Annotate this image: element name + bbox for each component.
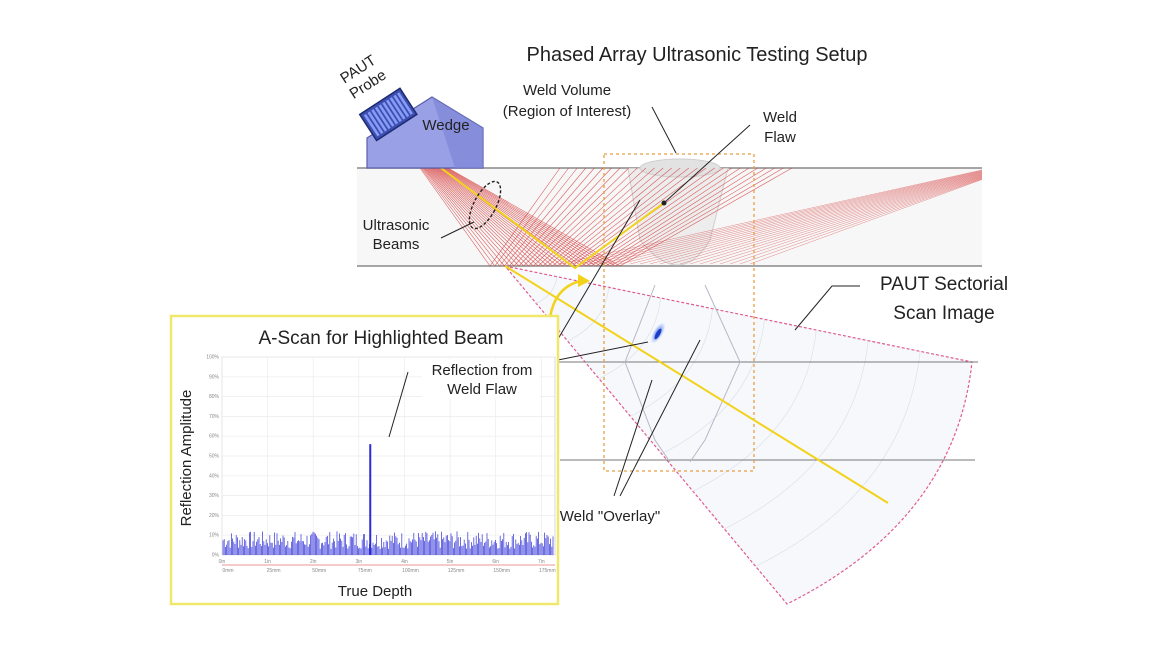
weld-flaw-label-line2: Flaw (764, 129, 796, 146)
wedge-shade (432, 97, 483, 168)
ascan-x-tick-label: 2in (310, 559, 317, 565)
ascan-panel: A-Scan for Highlighted Beam 0% 10% 20% 30% 4… (169, 314, 560, 606)
sectorial-scan-region (503, 265, 973, 605)
ascan-x-tick-label: 4in (401, 559, 408, 565)
overlay-leader-2 (619, 339, 701, 497)
ascan-y-tick-label: 80% (209, 394, 220, 400)
ascan-grid (221, 356, 555, 566)
ascan-x-tick-label: 3in (356, 559, 363, 565)
overlay-leader-1 (613, 379, 653, 497)
ascan-y-tick-label: 50% (209, 454, 220, 460)
diagram-title: Phased Array Ultrasonic Testing Setup (527, 44, 868, 66)
ascan-x-tick-label: 1in (264, 559, 271, 565)
ascan-y-tick-label: 20% (209, 513, 220, 519)
weld-volume-roi-box (603, 153, 755, 472)
reflection-label-line1: Reflection from (432, 362, 533, 379)
weld-volume-label-line1: Weld Volume (523, 82, 611, 99)
ascan-x-tick-label: 6in (492, 559, 499, 565)
ascan-y-tick-label: 100% (206, 355, 219, 361)
ascan-x-tick-label: 5in (447, 559, 454, 565)
ascan-x-tick-label-mm: 100mm (402, 568, 419, 574)
ascan-x-tick-label: 0in (219, 559, 226, 565)
ascan-x-tick-label-mm: 0mm (222, 568, 233, 574)
probe-array-elements (363, 92, 413, 137)
ascan-x-tick-label-mm: 150mm (493, 568, 510, 574)
beams-callout-ellipse (468, 180, 502, 230)
weld-volume-label-line2: (Region of Interest) (503, 103, 631, 120)
ascan-y-tick-label: 40% (209, 473, 220, 479)
ascan-ylabel: Reflection Amplitude (178, 390, 195, 527)
ascan-y-ticks: 0% 10% 20% 30% 40% 50% 60% 70% 80% 90% 100% (206, 355, 219, 559)
paut-probe (358, 87, 418, 142)
beam-to-ascan-arrowhead (578, 274, 590, 287)
ascan-x-tick-label-mm: 125mm (448, 568, 465, 574)
reflection-leader-2 (547, 341, 649, 363)
ascan-y-tick-label: 70% (209, 414, 220, 420)
flaw-indication-core (654, 328, 662, 340)
sectorial-label-line1: PAUT Sectorial (880, 274, 1008, 295)
ultrasonic-beam-fan (402, 121, 983, 267)
ascan-y-tick-label: 30% (209, 493, 220, 499)
ascan-x-tick-label-mm: 75mm (358, 568, 372, 574)
ascan-signal (222, 444, 554, 555)
sectorial-label-line2: Scan Image (893, 303, 994, 324)
reflection-label-bg (422, 359, 540, 399)
probe-label: PAUT Probe (337, 52, 389, 103)
sectorial-leader (794, 285, 860, 331)
ascan-x-tick-label-mm: 50mm (312, 568, 326, 574)
weld-flaw-leader (664, 124, 751, 203)
weld-flaw-label-line1: Weld (763, 109, 797, 126)
ascan-x-tick-label-mm: 175mm (539, 568, 556, 574)
beams-label-line2: Beams (373, 236, 420, 253)
ascan-title: A-Scan for Highlighted Beam (258, 328, 503, 349)
reflection-leader-1 (547, 199, 641, 357)
weld-volume-leader (651, 106, 677, 154)
ascan-y-tick-label: 0% (212, 553, 220, 559)
reflection-peak-leader (388, 371, 409, 438)
ascan-y-tick-label: 60% (209, 434, 220, 440)
ascan-y-tick-label: 10% (209, 533, 220, 539)
ascan-x-ticks: 0in 0mm 1in 25mm 2in 50mm 3in 75mm 4in 100mm 5in 12… (219, 559, 556, 574)
sector-arc-lines (536, 276, 921, 567)
ascan-y-tick-label: 90% (209, 374, 220, 380)
highlighted-beam-sectorial (504, 265, 889, 504)
ascan-x-tick-label-mm: 25mm (267, 568, 281, 574)
wedge-label: Wedge (422, 117, 469, 134)
beams-callout-leader (440, 221, 475, 239)
ascan-x-tick-label: 7in (538, 559, 545, 565)
reflection-label-line2: Weld Flaw (447, 381, 517, 398)
ascan-xlabel: True Depth (338, 583, 412, 600)
overlay-label: Weld "Overlay" (560, 508, 660, 525)
beams-label-line1: Ultrasonic (363, 217, 430, 234)
